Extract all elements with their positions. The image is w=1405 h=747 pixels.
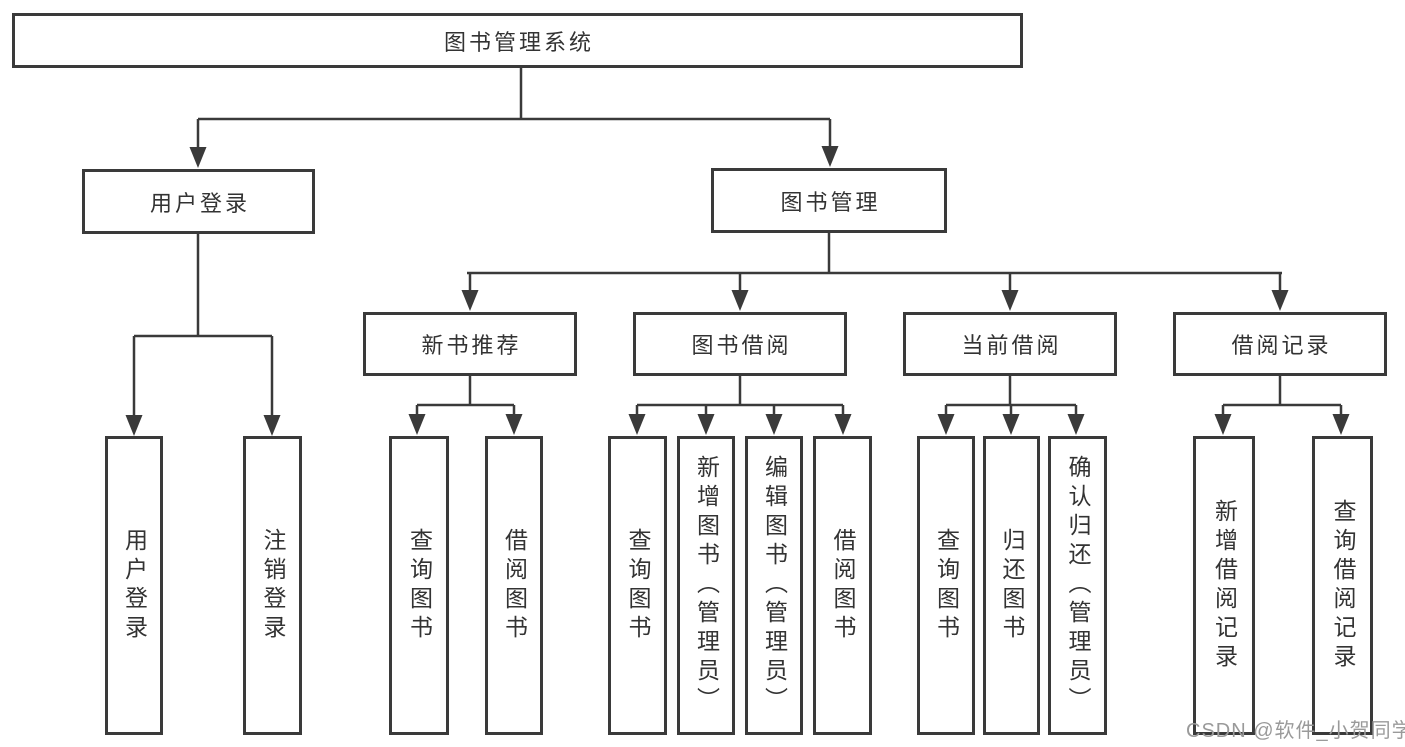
leaf-add-borrow-record-label: 新增借阅记录 (1211, 498, 1238, 673)
leaf-add-borrow-record: 新增借阅记录 (1193, 436, 1255, 735)
leaf-query-borrow-record: 查询借阅记录 (1312, 436, 1373, 735)
node-book-borrow-label: 图书借阅 (691, 333, 792, 358)
leaf-add-book-label: 新增图书（管理员） (693, 455, 720, 716)
node-root-label: 图书管理系统 (443, 29, 594, 55)
leaf-borrow-book-2: 借阅图书 (813, 436, 872, 735)
node-current-borrow: 当前借阅 (903, 312, 1117, 376)
leaf-query-book-1: 查询图书 (389, 436, 449, 735)
leaf-user-login: 用户登录 (105, 436, 163, 735)
leaf-borrow-book-2-label: 借阅图书 (830, 527, 856, 644)
node-root: 图书管理系统 (12, 13, 1023, 68)
leaf-edit-book-label: 编辑图书（管理员） (761, 455, 788, 716)
leaf-query-book-2: 查询图书 (608, 436, 667, 735)
leaf-add-book: 新增图书（管理员） (677, 436, 735, 735)
leaf-edit-book: 编辑图书（管理员） (745, 436, 803, 735)
node-user-login: 用户登录 (82, 169, 315, 234)
node-user-login-label: 用户登录 (149, 190, 250, 216)
leaf-logout-label: 注销登录 (260, 527, 286, 644)
leaf-return-book-label: 归还图书 (999, 527, 1025, 644)
arrowheads (125, 146, 1350, 436)
node-new-book-recommend-label: 新书推荐 (421, 333, 522, 358)
node-book-management-label: 图书管理 (780, 189, 881, 215)
node-borrow-record: 借阅记录 (1173, 312, 1387, 376)
leaf-confirm-return-label: 确认归还（管理员） (1065, 455, 1091, 716)
leaf-confirm-return: 确认归还（管理员） (1048, 436, 1107, 735)
leaf-query-book-1-label: 查询图书 (406, 527, 433, 644)
node-borrow-record-label: 借阅记录 (1231, 333, 1332, 358)
leaf-query-book-2-label: 查询图书 (625, 527, 651, 644)
leaf-borrow-book-1: 借阅图书 (485, 436, 543, 735)
node-book-management: 图书管理 (711, 168, 947, 233)
leaf-query-borrow-record-label: 查询借阅记录 (1330, 498, 1356, 673)
leaf-query-book-3-label: 查询图书 (933, 527, 960, 644)
leaf-return-book: 归还图书 (983, 436, 1040, 735)
node-new-book-recommend: 新书推荐 (363, 312, 577, 376)
leaf-query-book-3: 查询图书 (917, 436, 975, 735)
csdn-watermark: CSDN @软件_小贺同学 (1186, 720, 1405, 742)
leaf-user-login-label: 用户登录 (121, 527, 148, 644)
leaf-borrow-book-1-label: 借阅图书 (501, 527, 528, 644)
node-book-borrow: 图书借阅 (633, 312, 847, 376)
leaf-logout: 注销登录 (243, 436, 302, 735)
node-current-borrow-label: 当前借阅 (961, 333, 1062, 358)
